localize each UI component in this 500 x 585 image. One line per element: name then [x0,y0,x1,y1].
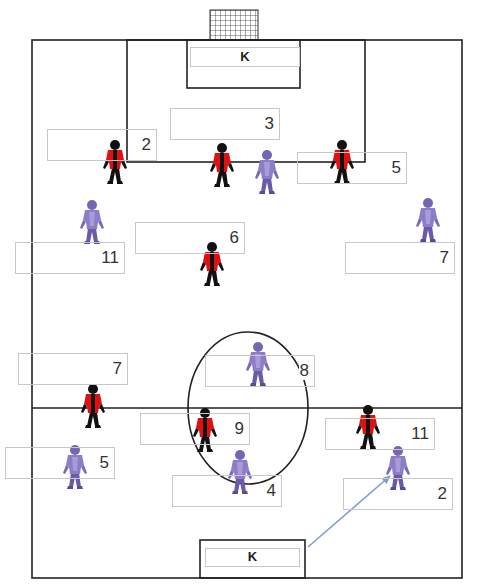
player-number: 3 [264,115,275,134]
number-box: 8 [205,355,315,387]
player-number: 5 [99,454,110,473]
keeper-label: K [247,550,258,564]
number-box: 4 [172,475,282,507]
player-number: 11 [100,249,120,268]
purple-player [416,198,440,242]
number-box: 3 [170,108,280,140]
number-box: 7 [18,353,128,385]
number-box: 5 [5,447,115,479]
red-player [330,140,354,184]
keeper-box: K [190,47,300,67]
number-box: 11 [15,242,125,274]
red-player [210,143,234,187]
player-number: 4 [266,482,277,501]
number-box: 9 [140,413,250,445]
keeper-label: K [239,50,250,64]
number-box: 5 [297,152,407,184]
penalty-area [127,40,365,162]
player-number: 8 [299,362,310,381]
number-box: 11 [325,418,435,450]
purple-player [246,342,270,386]
purple-player [228,450,252,494]
player-number: 2 [437,485,448,504]
pitch-outline [32,40,462,578]
number-box: 2 [343,478,453,510]
red-player [200,242,224,286]
player-number: 9 [234,420,245,439]
goal-area [187,40,300,88]
number-box: 7 [345,242,455,274]
red-player [81,384,105,428]
keeper-box: K [205,548,300,567]
player-number: 7 [439,249,450,268]
player-number: 7 [112,360,123,379]
pass-arrow [308,476,390,547]
purple-player [63,445,87,489]
number-box: 6 [135,222,245,254]
red-player [193,408,217,452]
red-player [103,140,127,184]
number-box: 2 [47,129,157,161]
player-number: 2 [141,136,152,155]
purple-player [386,446,410,490]
goal-net [210,10,258,40]
bottom-goal-area [200,540,305,578]
player-number: 11 [410,425,430,444]
purple-player [80,200,104,244]
purple-player [255,150,279,194]
red-player [356,405,380,449]
player-number: 6 [229,229,240,248]
player-number: 5 [391,159,402,178]
